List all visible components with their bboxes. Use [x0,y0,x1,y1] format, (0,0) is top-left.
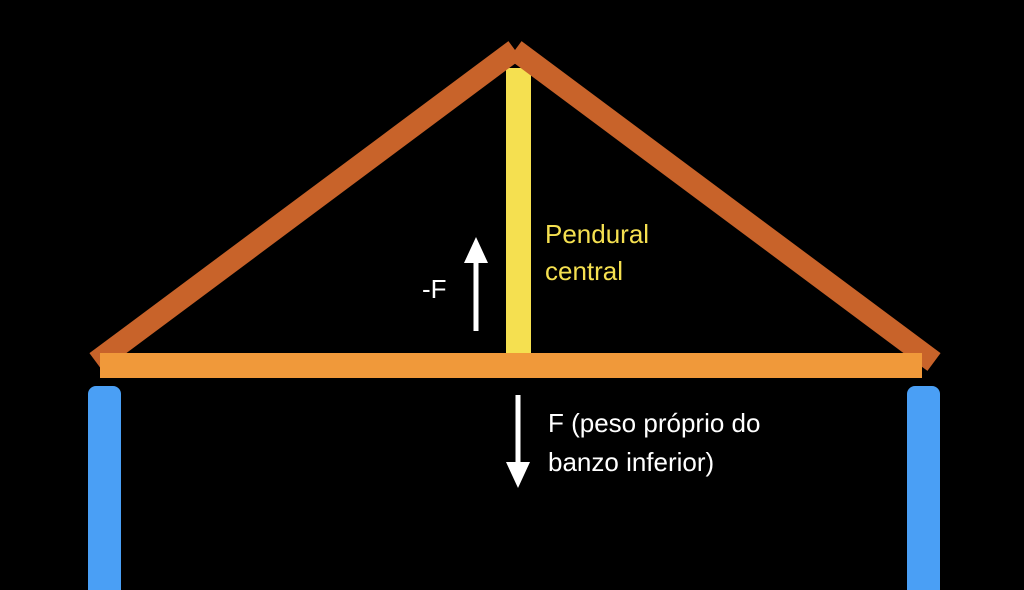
down-arrow-icon [506,395,530,488]
king-post-label-line2: central [545,256,623,286]
left-rafter [89,41,522,371]
right-column [907,386,940,590]
up-arrow-icon [464,237,488,331]
tie-beam [100,353,922,378]
load-label-line1: F (peso próprio do [548,408,760,438]
king-post-label-line1: Pendural [545,219,649,249]
reaction-force-label: -F [422,274,447,304]
load-label-line2: banzo inferior) [548,447,714,477]
right-rafter [508,41,941,371]
left-column [88,386,121,590]
king-post-top [506,72,531,90]
king-post [506,68,531,358]
